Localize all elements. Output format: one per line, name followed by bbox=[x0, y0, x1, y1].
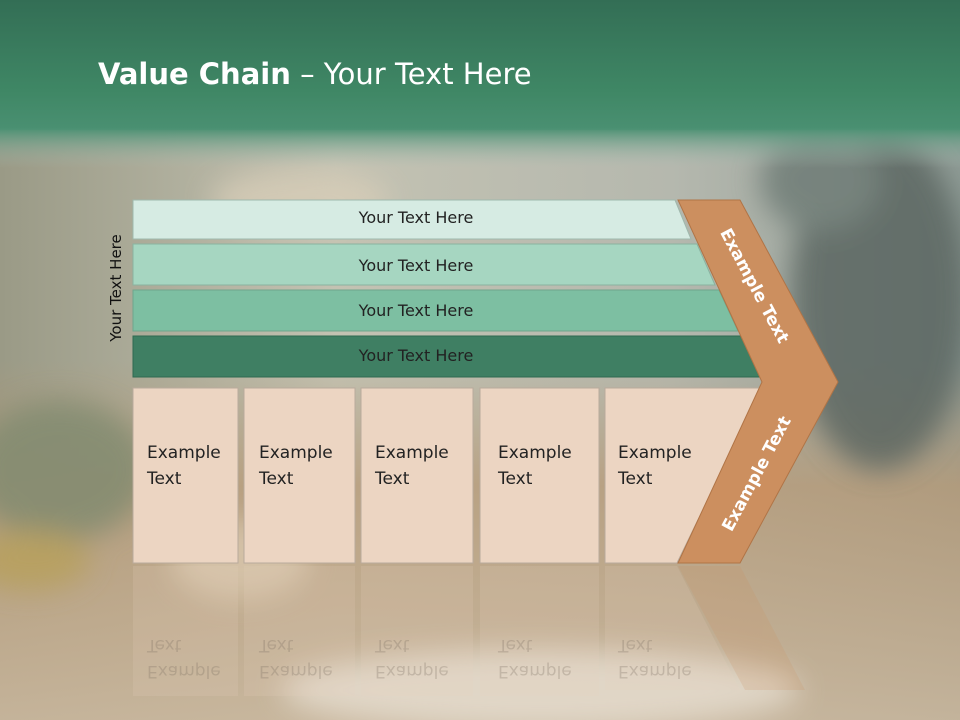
box-label-2-line2: Text bbox=[259, 469, 294, 489]
box-label-4-line1: Example bbox=[498, 443, 572, 463]
primary-box-3 bbox=[360, 387, 474, 564]
reflection-label-5-line2: Text bbox=[618, 635, 653, 655]
box-label-1-line1: Example bbox=[147, 443, 221, 463]
primary-box-2 bbox=[243, 387, 356, 564]
bar-label-1: Your Text Here bbox=[358, 208, 474, 227]
slide-title: Value Chain – Your Text Here bbox=[98, 54, 532, 94]
title-bold: Value Chain bbox=[98, 57, 291, 91]
primary-box-5 bbox=[604, 387, 763, 564]
reflection-label-2-line1: Example bbox=[259, 661, 333, 681]
reflection-label-5-line1: Example bbox=[618, 661, 692, 681]
reflection bbox=[133, 566, 805, 696]
box-label-3-line1: Example bbox=[375, 443, 449, 463]
reflection-label-4-line2: Text bbox=[498, 635, 533, 655]
box-label-2: Example Text bbox=[259, 440, 333, 492]
reflection-label-1-line2: Text bbox=[147, 635, 182, 655]
bar-label-2: Your Text Here bbox=[358, 256, 474, 275]
reflection-label-2: Example Text bbox=[259, 632, 333, 684]
box-label-2-line1: Example bbox=[259, 443, 333, 463]
reflection-label-3: Example Text bbox=[375, 632, 449, 684]
box-label-5-line1: Example bbox=[618, 443, 692, 463]
reflection-label-5: Example Text bbox=[618, 632, 692, 684]
box-label-4: Example Text bbox=[498, 440, 572, 492]
box-label-5: Example Text bbox=[618, 440, 692, 492]
box-label-1: Example Text bbox=[147, 440, 221, 492]
reflection-label-3-line2: Text bbox=[375, 635, 410, 655]
reflection-label-2-line2: Text bbox=[259, 635, 294, 655]
reflection-label-4: Example Text bbox=[498, 632, 572, 684]
reflection-label-1: Example Text bbox=[147, 632, 221, 684]
box-label-5-line2: Text bbox=[618, 469, 653, 489]
box-label-4-line2: Text bbox=[498, 469, 533, 489]
bar-label-3: Your Text Here bbox=[358, 301, 474, 320]
box-label-3-line2: Text bbox=[375, 469, 410, 489]
reflection-label-4-line1: Example bbox=[498, 661, 572, 681]
box-label-1-line2: Text bbox=[147, 469, 182, 489]
margin-chevron bbox=[677, 199, 839, 564]
title-rest: – Your Text Here bbox=[290, 57, 532, 91]
box-label-3: Example Text bbox=[375, 440, 449, 492]
support-bar-2 bbox=[132, 243, 716, 286]
bar-label-4: Your Text Here bbox=[358, 346, 474, 365]
primary-box-1 bbox=[132, 387, 239, 564]
reflection-label-1-line1: Example bbox=[147, 661, 221, 681]
primary-box-4 bbox=[479, 387, 600, 564]
support-bar-1 bbox=[132, 199, 692, 240]
reflection-label-3-line1: Example bbox=[375, 661, 449, 681]
